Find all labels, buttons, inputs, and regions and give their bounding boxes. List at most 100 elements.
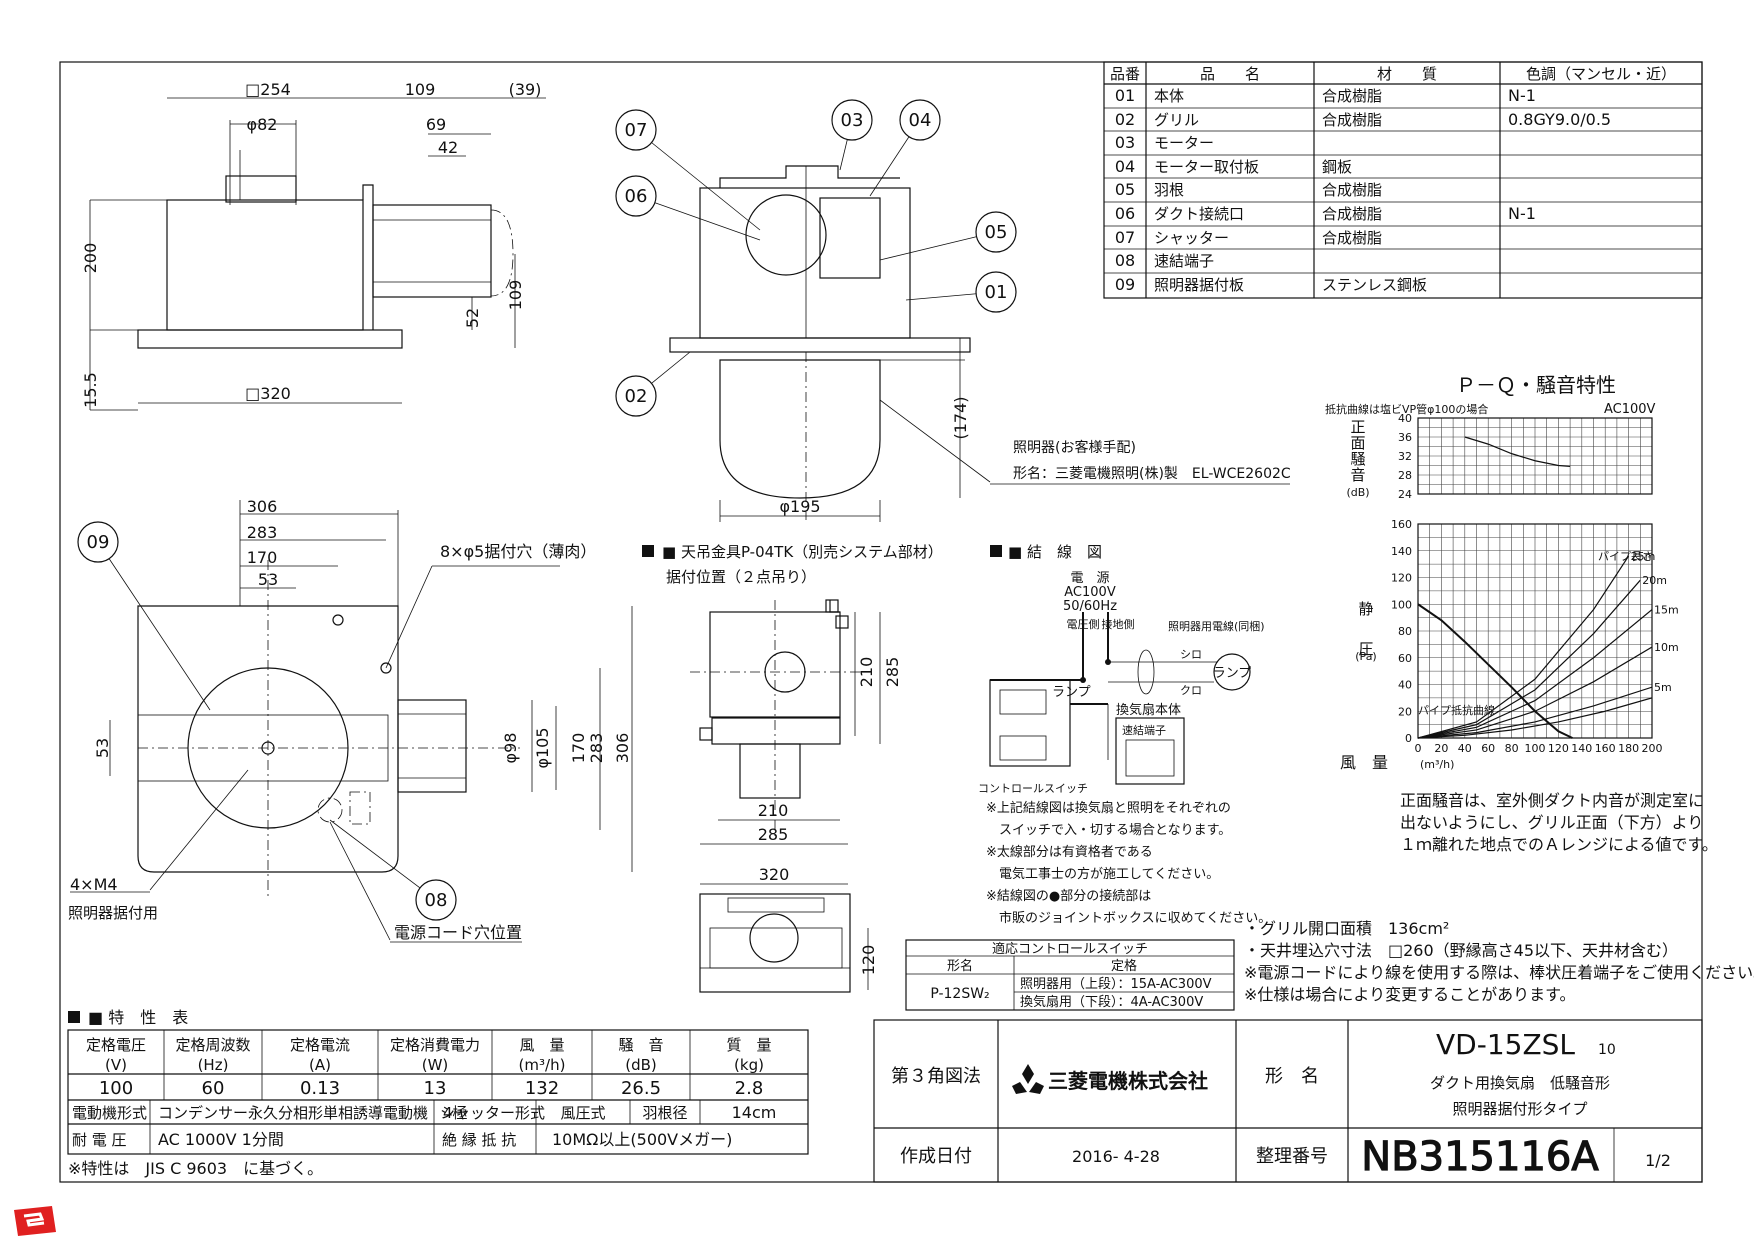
part-material: ステンレス鋼板 bbox=[1322, 276, 1427, 294]
pipe-length-label: 20m bbox=[1642, 574, 1667, 587]
spec-value: 26.5 bbox=[621, 1078, 661, 1099]
plan-view-dims: 306 283 170 53 8×φ5据付穴（薄肉） 53 φ98 φ105 1… bbox=[68, 497, 633, 943]
switch-header-rating: 定格 bbox=[1111, 958, 1137, 974]
dim-53-vertical: 53 bbox=[93, 738, 112, 758]
part-material: 鋼板 bbox=[1322, 158, 1352, 176]
section-view: (174) φ195 照明器(お客様手配) 形名：三菱電機照明(株)製 EL-W… bbox=[669, 165, 1291, 522]
pressure-y-tick: 100 bbox=[1391, 598, 1412, 611]
spec-note: ・グリル開口面積 136cm² bbox=[1244, 919, 1449, 938]
parts-header-name: 品 名 bbox=[1200, 65, 1260, 83]
spec-footnote: ※特性は JIS C 9603 に基づく。 bbox=[68, 1159, 323, 1178]
spec-value: 13 bbox=[424, 1078, 447, 1099]
dim-306-vertical: 306 bbox=[613, 733, 632, 764]
pq-power: AC100V bbox=[1604, 402, 1656, 417]
dim-109: 109 bbox=[405, 80, 436, 99]
balloon-label: 07 bbox=[625, 120, 648, 141]
wiring-switch-label: コントロールスイッチ bbox=[978, 782, 1088, 795]
wiring-power-0: 電 源 bbox=[1070, 571, 1109, 586]
noise-y-tick: 24 bbox=[1398, 488, 1412, 501]
part-name: モーター取付板 bbox=[1154, 158, 1259, 176]
pressure-y-tick: 160 bbox=[1391, 518, 1412, 531]
balloon-label: 04 bbox=[909, 110, 932, 131]
pressure-curve-pipe bbox=[1417, 609, 1653, 739]
wiring-lamp: ランプ bbox=[1213, 666, 1252, 681]
x-tick: 100 bbox=[1525, 742, 1546, 755]
x-tick: 180 bbox=[1618, 742, 1639, 755]
spec-header: 定格電流 bbox=[290, 1036, 350, 1054]
part-name: 羽根 bbox=[1154, 181, 1184, 199]
part-material: 合成樹脂 bbox=[1322, 205, 1382, 223]
dim-69: 69 bbox=[426, 115, 446, 134]
dim-39: (39) bbox=[509, 80, 542, 99]
pq-noise-ylabel-char: 正 bbox=[1350, 418, 1365, 436]
pq-xunit: (m³/h) bbox=[1420, 758, 1454, 771]
balloon-circle bbox=[975, 271, 1017, 313]
spec-value: 2.8 bbox=[735, 1078, 764, 1099]
spec-table-title: ■ 特 性 表 bbox=[88, 1008, 188, 1027]
wiring-shiro: シロ bbox=[1180, 648, 1202, 661]
noise-curve bbox=[1464, 436, 1571, 468]
model-number: VD-15ZSL bbox=[1436, 1028, 1575, 1061]
description-1: ダクト用換気扇 低騒音形 bbox=[1430, 1074, 1610, 1092]
spec-header: 定格電圧 bbox=[86, 1036, 146, 1054]
pq-pressure-ylabel-char: 静 bbox=[1358, 600, 1373, 618]
pipe-length-label: 15m bbox=[1654, 604, 1679, 617]
pressure-y-tick: 40 bbox=[1398, 679, 1412, 692]
noise-y-tick: 32 bbox=[1398, 450, 1412, 463]
m4-sublabel: 照明器据付用 bbox=[68, 904, 158, 922]
x-tick: 120 bbox=[1548, 742, 1569, 755]
part-number: 04 bbox=[1115, 157, 1135, 176]
dim-52: 52 bbox=[463, 308, 482, 328]
balloon-circle bbox=[77, 521, 119, 563]
pq-noise-ylabel-char: 騒 bbox=[1350, 450, 1365, 468]
switch-rating-1: 照明器用（上段）：15A-AC300V bbox=[1020, 977, 1212, 992]
spec-table: ■ 特 性 表 bbox=[67, 1008, 809, 1155]
x-tick: 200 bbox=[1642, 742, 1663, 755]
balloon-label: 01 bbox=[985, 282, 1008, 303]
wiring-power-1: AC100V bbox=[1064, 585, 1116, 600]
wiring-note: ※上記結線図は換気扇と照明をそれぞれの bbox=[986, 800, 1231, 816]
switch-header-model: 形名 bbox=[947, 958, 973, 974]
wiring-title: ■ 結 線 図 bbox=[1008, 543, 1102, 561]
blade-label: 羽根径 bbox=[642, 1104, 687, 1122]
pipe-length-label: 25m bbox=[1631, 550, 1656, 563]
spec-note: ※電源コードにより線を使用する際は、棒状圧着端子をご使用ください。 bbox=[1244, 963, 1754, 982]
balloon-label: 03 bbox=[841, 110, 864, 131]
balloon-label: 06 bbox=[625, 186, 648, 207]
spec-unit: (V) bbox=[105, 1056, 127, 1074]
pressure-curve-pipe bbox=[1417, 579, 1641, 739]
pq-chart: Ｐ－Ｑ・騒音特性 抵抗曲線は塩ビVP管φ100の場合 AC100V 風 量 (m… bbox=[1325, 373, 1656, 772]
part-material: 合成樹脂 bbox=[1322, 181, 1382, 199]
part-color: N-1 bbox=[1508, 204, 1536, 223]
balloon-label: 02 bbox=[625, 386, 648, 407]
pq-title: Ｐ－Ｑ・騒音特性 bbox=[1456, 373, 1616, 397]
ceiling-dim-210h: 210 bbox=[758, 801, 789, 820]
wiring-ground-side: 接地側 bbox=[1102, 618, 1135, 631]
x-tick: 0 bbox=[1415, 742, 1422, 755]
wiring-power-2: 50/60Hz bbox=[1063, 599, 1117, 614]
cord-hole-label: 電源コード穴位置 bbox=[394, 923, 522, 942]
company-name: 三菱電機株式会社 bbox=[1048, 1069, 1208, 1093]
switch-table-title: 適応コントロールスイッチ bbox=[992, 941, 1148, 957]
parts-table: 品番 品 名 材 質 色調（マンセル・近） bbox=[1103, 61, 1703, 299]
pq-note: 出ないようにし、グリル正面（下方）より bbox=[1400, 813, 1703, 832]
pq-pipe-label: パイプ長さ bbox=[1598, 550, 1653, 563]
title-block: 第３角図法 三菱電機株式会社 形 名 VD-15ZSL 10 ダクト用換気扇 低… bbox=[873, 1019, 1703, 1183]
ceiling-dim-285v: 285 bbox=[883, 657, 902, 688]
pq-note: 正面騒音は、室外側ダクト内音が測定室に bbox=[1400, 791, 1704, 810]
pressure-curve-pipe bbox=[1417, 686, 1653, 739]
noise-y-tick: 28 bbox=[1398, 469, 1412, 482]
wiring-light-wire: 照明器用電線(同梱) bbox=[1168, 619, 1265, 633]
part-name: 本体 bbox=[1154, 87, 1184, 105]
spec-note: ・天井埋込穴寸法 □260（野縁高さ45以下、天井材含む） bbox=[1244, 941, 1678, 960]
switch-table: 適応コントロールスイッチ 形名 定格 P-12SW₂ 照明器用（上段）：15A-… bbox=[905, 939, 1235, 1011]
plan-view bbox=[137, 560, 520, 900]
noise-y-tick: 36 bbox=[1398, 431, 1412, 444]
spec-value: 132 bbox=[525, 1078, 559, 1099]
pressure-y-tick: 140 bbox=[1391, 545, 1412, 558]
dim-170-vertical: 170 bbox=[569, 733, 588, 764]
spec-header: 風 量 bbox=[519, 1036, 564, 1054]
part-name: モーター bbox=[1154, 134, 1214, 152]
